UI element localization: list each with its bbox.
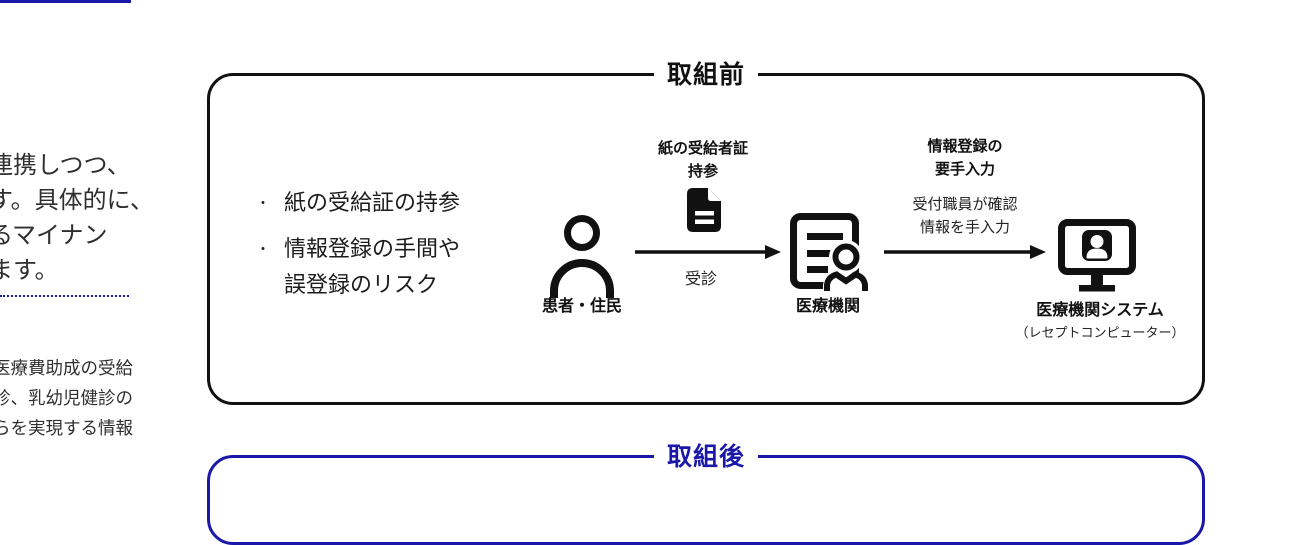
person-icon bbox=[550, 215, 614, 298]
carry-label-line: 持参 bbox=[687, 163, 718, 180]
intro-line: ます。 bbox=[0, 257, 59, 284]
issue-text: 情報登録の手間や 誤登録のリスク bbox=[284, 231, 460, 303]
monitor-user-icon bbox=[1058, 219, 1136, 292]
entry-note-line: 情報を手入力 bbox=[919, 219, 1010, 236]
hospital-label: 医療機関 bbox=[795, 298, 860, 315]
page: { "colors": { "accent_navy": "#1a18a8", … bbox=[0, 0, 1205, 545]
intro-paragraph: 連携しつつ、 す。具体的に、 るマイナン ます。 bbox=[0, 148, 154, 288]
bullet-icon: ・ bbox=[256, 241, 270, 257]
dotted-divider bbox=[0, 295, 129, 297]
system-sublabel: （レセプトコンピューター） bbox=[1015, 325, 1185, 340]
intro-line: 連携しつつ、 bbox=[0, 152, 131, 179]
patient-label: 患者・住民 bbox=[541, 298, 622, 315]
notes-line: 診、乳幼児健診の bbox=[0, 388, 133, 408]
visit-label: 受診 bbox=[684, 271, 717, 288]
after-section-title: 取組後 bbox=[653, 441, 759, 474]
bullet-icon: ・ bbox=[256, 195, 270, 211]
after-section-box: 取組後 bbox=[207, 441, 1205, 545]
issue-text-line: 情報登録の手間や bbox=[284, 236, 461, 261]
arrow-right-icon bbox=[884, 245, 1046, 259]
intro-line: るマイナン bbox=[0, 222, 108, 249]
entry-label-line: 情報登録の bbox=[927, 138, 1003, 155]
issue-text: 紙の受給証の持参 bbox=[284, 190, 461, 215]
entry-note-line: 受付職員が確認 bbox=[912, 196, 1018, 213]
notes-line: 医療費助成の受給 bbox=[0, 358, 133, 378]
entry-label: 情報登録の 要手入力 bbox=[875, 135, 1055, 181]
carry-label-line: 紙の受給者証 bbox=[657, 140, 748, 157]
paper-document-icon bbox=[687, 188, 721, 232]
entry-note: 受付職員が確認 情報を手入力 bbox=[875, 193, 1055, 239]
arrow-right-icon bbox=[635, 245, 781, 259]
issue-text-line: 誤登録のリスク bbox=[284, 272, 439, 297]
left-accent-line bbox=[0, 0, 131, 3]
issue-item: ・ 情報登録の手間や 誤登録のリスク bbox=[256, 231, 460, 303]
before-section-box: 取組前 ・ 紙の受給証の持参 ・ 情報登録の手間や 誤登録のリスク 患者・住民 … bbox=[207, 59, 1205, 405]
notes-paragraph: 医療費助成の受給 診、乳幼児健診の らを実現する情報 bbox=[0, 353, 133, 443]
carry-label: 紙の受給者証 持参 bbox=[613, 137, 793, 183]
medical-record-icon bbox=[790, 213, 868, 293]
notes-line: らを実現する情報 bbox=[0, 418, 133, 438]
before-section-title: 取組前 bbox=[653, 59, 759, 92]
system-label: 医療機関システム bbox=[1036, 302, 1164, 319]
intro-line: す。具体的に、 bbox=[0, 187, 154, 214]
entry-label-line: 要手入力 bbox=[934, 161, 995, 178]
issue-item: ・ 紙の受給証の持参 bbox=[256, 185, 460, 221]
